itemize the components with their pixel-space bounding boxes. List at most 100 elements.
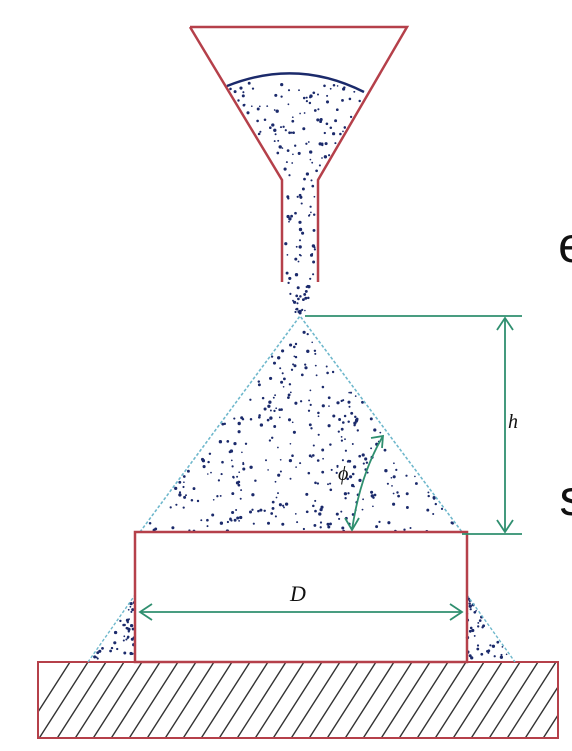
sand-particle [471,629,474,632]
sand-particle [290,391,292,393]
sand-particle [266,105,268,107]
sand-particle [347,401,350,404]
sand-particle [235,509,237,511]
sand-particle [249,466,252,469]
sand-particle [149,522,152,525]
sand-particle [289,459,292,462]
sand-particle [210,472,212,474]
sand-particle [296,521,298,523]
sand-particle [492,645,495,648]
sand-particle [271,123,274,126]
sand-particle [183,481,185,483]
sand-particle [370,491,373,494]
sand-particle [273,410,275,412]
sand-particle [314,353,316,355]
sand-particle [336,401,339,404]
sand-particle [391,477,393,479]
sand-particle [230,519,232,521]
sand-particle [477,625,479,627]
sand-particle [296,308,299,311]
sand-particle [366,462,368,464]
sand-particle [175,504,177,506]
sand-particle [340,511,342,513]
sand-particle [313,524,316,527]
sand-particle [291,454,294,457]
sand-particle [254,479,256,481]
sand-particle [258,380,260,382]
sand-particle [272,501,275,504]
sand-particle [375,525,378,528]
sand-particle [322,386,325,389]
sand-particle [270,512,273,515]
sand-particle [298,89,300,91]
sand-particle [312,505,315,508]
sand-particle [279,417,281,419]
sand-particle [292,363,294,365]
sand-particle [267,469,269,471]
sand-particle [314,196,316,198]
sand-particle [275,133,277,135]
sand-particle [130,624,133,627]
sand-particle [216,495,218,497]
sand-particle [306,100,308,102]
sand-particle [284,242,287,245]
sand-particle [358,479,361,482]
sand-particle [379,432,381,434]
falling-sand-stream [284,179,316,314]
sand-particle [123,635,125,637]
sand-particle [130,611,132,613]
sand-particle [114,631,117,634]
sand-particle [326,523,329,526]
sand-particle [310,254,313,257]
sand-particle [288,277,291,280]
sand-particle [113,641,116,644]
sand-particle [308,472,311,475]
sand-particle [302,127,305,130]
sand-particle [479,619,482,622]
sand-particle [267,419,270,422]
sand-particle [295,356,297,358]
sand-particle [309,214,311,216]
sand-particle [96,656,98,658]
sand-particle [337,85,339,87]
sand-particle [486,650,489,653]
sand-particle [126,627,129,630]
sand-particle [409,527,411,529]
sand-particle [292,131,295,134]
sand-particle [494,655,496,657]
sand-particle [313,444,315,446]
sand-particle [283,378,286,381]
side-text-fragment-2: s [560,470,572,526]
sand-particle [294,258,297,261]
sand-particle [370,417,373,420]
sand-particle [284,168,287,171]
sand-particle [304,363,306,365]
sand-particle [301,202,303,204]
sand-particle [201,458,204,461]
sand-particle [174,487,177,490]
sand-particle [348,406,350,408]
sand-particle [312,454,315,457]
sand-particle [506,654,508,656]
sand-particle [328,424,331,427]
sand-particle [242,462,244,464]
sand-particle [345,450,347,452]
sand-particle [231,492,234,495]
sand-particle [341,428,344,431]
sand-particle [313,213,315,215]
sand-particle [328,154,330,156]
sand-particle [299,196,302,199]
sand-particle [259,509,262,512]
sand-particle [314,109,317,112]
sand-particle [312,91,315,94]
sand-particle [256,120,259,123]
sand-particle [233,442,236,445]
sand-particle [123,624,125,626]
sand-particle [295,343,297,345]
sand-particle [406,492,409,495]
sand-particle [230,449,233,452]
sand-particle [352,473,355,476]
sand-particle [336,513,339,516]
sand-particle [280,408,283,411]
height-dimension [305,316,522,534]
